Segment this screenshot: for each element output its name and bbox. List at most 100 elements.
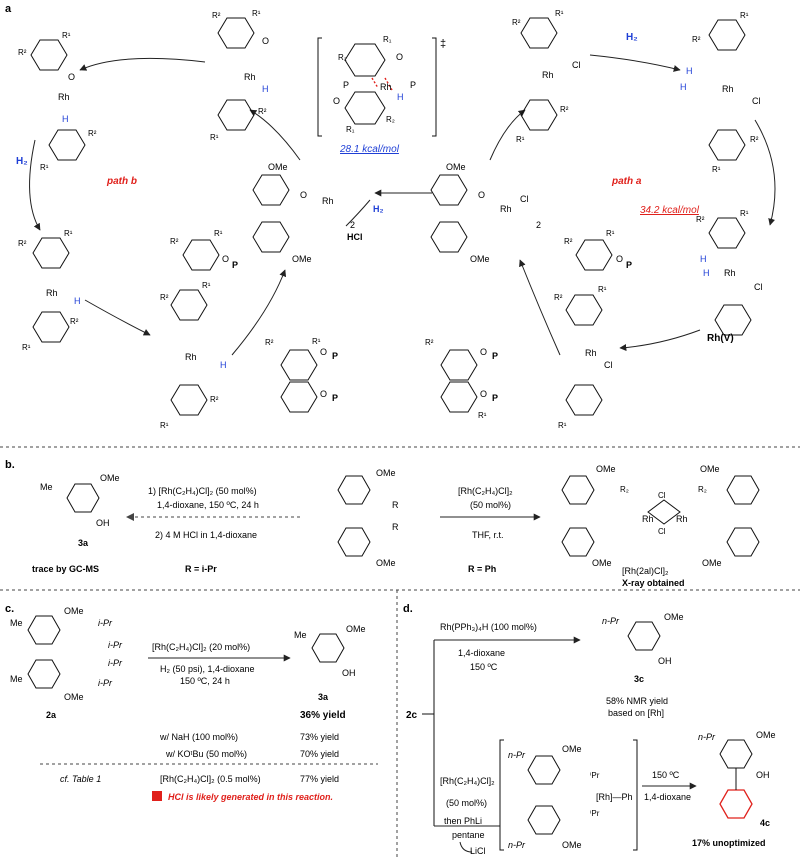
rhv-label: Rh(V)	[707, 333, 734, 344]
cycle-b-arrow-2	[29, 139, 41, 231]
dimer-left-count: 2	[350, 220, 355, 230]
d-pentane: pentane	[452, 830, 485, 840]
dimer-right-rh: Rh	[500, 204, 512, 214]
br-r1: R¹	[598, 285, 607, 294]
b-dimer-rh2: Rh	[676, 514, 688, 524]
apl-r1: R¹	[214, 229, 223, 238]
ldh-h: H	[74, 296, 81, 306]
biaryl-left-p2: P	[332, 393, 338, 403]
h2-label-top: H₂	[626, 32, 638, 43]
ts-p1: P	[410, 80, 416, 90]
ts-r1b: R₁	[346, 125, 355, 134]
tl-h: H	[262, 84, 269, 94]
complex-left-dihydride	[32, 237, 70, 343]
complex-bottom-left	[170, 289, 208, 416]
tr-r1b: R¹	[516, 135, 525, 144]
b-ligand	[337, 475, 371, 557]
fr-r2: R²	[692, 35, 701, 44]
d-top-oh: OH	[658, 656, 672, 666]
dimer-left-ome: OMe	[268, 162, 288, 172]
c-product-label: 3a	[318, 692, 329, 702]
b-ligand-r-bottom: R	[392, 522, 399, 532]
b-product-me: Me	[40, 482, 53, 492]
cycle-a-arrow-1	[489, 109, 526, 161]
d-int-npr1: n-Pr	[508, 750, 526, 760]
panel-d-label: d.	[403, 603, 413, 615]
c-yield: 36% yield	[300, 710, 346, 721]
ts-r2b: R₂	[386, 115, 395, 124]
hcl-label: HCl	[347, 232, 363, 242]
rhv-cl: Cl	[754, 282, 763, 292]
ldh-r2b: R²	[70, 317, 79, 326]
ts-molecule	[344, 43, 393, 125]
c-ligand-2a	[27, 615, 61, 689]
path-a-label: path a	[611, 176, 642, 187]
ldh-r1b: R¹	[22, 343, 31, 352]
panel-c: c. Me Me OMe OMe i-Pr i-Pr i-Pr i-Pr 2a …	[5, 603, 378, 802]
bl-h: H	[220, 360, 227, 370]
b-product-oh: OH	[96, 518, 110, 528]
biaryl-left-p1: P	[332, 351, 338, 361]
dimer-right	[430, 174, 468, 253]
ts-r2: R₂	[338, 53, 347, 62]
apr-p: P	[626, 260, 632, 270]
tr-r2: R²	[512, 18, 521, 27]
br-r2: R²	[554, 293, 563, 302]
d-product-oh: OH	[756, 770, 770, 780]
d-top-solvent: 1,4-dioxane	[458, 648, 505, 658]
d-licl-arrow	[459, 841, 473, 853]
fr-rh: Rh	[722, 84, 734, 94]
ts-r1: R₁	[383, 35, 392, 44]
c-sm-label: 2a	[46, 710, 57, 720]
c-conditions: H₂ (50 psi), 1,4-dioxane	[160, 664, 255, 674]
b-cond1b: 1,4-dioxane, 150 ºC, 24 h	[157, 500, 259, 510]
panel-b: b. Me OMe OH 3a trace by GC-MS 1) [Rh(C₂…	[5, 459, 760, 588]
fr-r1: R¹	[740, 11, 749, 20]
ldh-rh: Rh	[46, 288, 58, 298]
dimer-left-ome2: OMe	[292, 254, 312, 264]
apr-o: O	[616, 254, 623, 264]
b-cond2: 2) 4 M HCl in 1,4-dioxane	[155, 530, 257, 540]
bl-r2: R²	[160, 293, 169, 302]
ts-bracket-left	[317, 37, 322, 137]
rhv-h1: H	[700, 254, 707, 264]
b-xray: X-ray obtained	[622, 578, 685, 588]
d-licl: LiCl	[470, 846, 486, 856]
ldh-r1: R¹	[64, 229, 73, 238]
biaryl-left-r2: R²	[265, 338, 274, 347]
tr-cl: Cl	[572, 60, 581, 70]
d-int-ipr1: ⁱPr	[590, 771, 600, 780]
d-yield: 17% unoptimized	[692, 838, 766, 848]
br-cl: Cl	[604, 360, 613, 370]
dimer-right-count: 2	[536, 220, 541, 230]
biaryl-right	[440, 349, 478, 413]
cycle-a-arrow-5	[519, 259, 561, 356]
tl-r1: R¹	[252, 9, 261, 18]
b-cond1: 1) [Rh(C₂H₄)Cl]₂ (50 mol%)	[148, 486, 257, 496]
cycle-a-arrow-3	[754, 119, 776, 226]
b-dimer-ome3: OMe	[592, 558, 612, 568]
d-bracket-right	[633, 739, 638, 851]
panel-a: a ‡ 28.1 kcal/mol Rh H O P O P R₂ R₁ R₁ …	[5, 3, 776, 430]
d-int-ome1: OMe	[562, 744, 582, 754]
d-top-npr: n-Pr	[602, 616, 620, 626]
cycle-a-arrow-2	[589, 54, 681, 72]
biaryl-right-op1: O	[480, 347, 487, 357]
b-cond-thf: THF, r.t.	[472, 530, 504, 540]
dimer-right-cl: Cl	[520, 194, 529, 204]
c-ipr-1: i-Pr	[98, 618, 113, 628]
bl-r2b: R²	[210, 395, 219, 404]
c-product-ome: OMe	[346, 624, 366, 634]
tr-r1: R¹	[555, 9, 564, 18]
panel-d: d. 2c Rh(PPh₃)₄H (100 mol%) 1,4-dioxane …	[403, 603, 776, 856]
aryl-phosphinite-right	[575, 239, 613, 271]
tl-o: O	[262, 36, 269, 46]
complex-top-right	[520, 17, 558, 131]
d-branch	[422, 640, 435, 826]
c-cf: cf. Table 1	[60, 774, 101, 784]
panel-b-label: b.	[5, 459, 15, 471]
ldh-r2: R²	[18, 239, 27, 248]
panel-c-label: c.	[5, 603, 14, 615]
dimer-right-ome: OMe	[446, 162, 466, 172]
c-me-top: Me	[10, 618, 23, 628]
